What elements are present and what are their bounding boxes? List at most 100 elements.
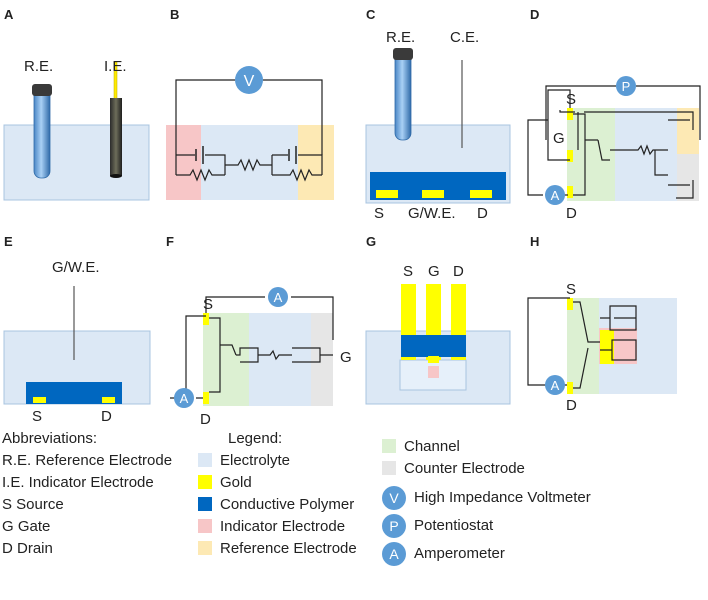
inner-wires [209,317,333,393]
s-label: S [566,91,576,108]
indicator-electrode-swatch [198,519,212,533]
panel-a-letter: A [4,7,14,22]
voltmeter-icon: V [235,66,263,94]
outer-wires [527,297,570,386]
channel-region [567,298,599,394]
reference-region [298,125,334,200]
abbrev-item: I.E. Indicator Electrode [2,474,154,491]
abbreviations-title: Abbreviations: [2,430,98,447]
abbreviations: Abbreviations: R.E. Reference Electrode … [2,428,172,560]
gold-gate [422,190,444,198]
indicator-electrode-icon [110,61,122,178]
s-label: S [374,205,384,222]
abbrev-item: S Source [2,496,64,513]
panel-f-letter: F [166,234,174,249]
reference-electrode-icon [32,84,52,179]
legend-item: Channel [382,436,591,458]
gwe-label: G/W.E. [408,205,456,222]
gold-drain [567,382,573,394]
gold-drain [567,186,573,198]
svg-text:A: A [551,378,560,393]
panel-d: D P A S G D [527,7,701,222]
legend-item: Counter Electrode [382,458,591,480]
panel-g-letter: G [366,234,376,249]
panel-b-letter: B [170,7,179,22]
gold-gate-tip [428,356,439,363]
amperometer-icon: A [545,375,565,395]
panel-c: C R.E. C.E. S G/W.E. D [365,7,511,222]
gold-source [567,108,573,120]
counter-region [311,313,333,406]
g-label: G [428,263,440,280]
potentiostat-icon: P [382,514,406,538]
gold-swatch [198,475,212,489]
electrolyte-region [615,108,677,201]
svg-text:P: P [622,79,631,94]
channel-region [567,108,615,201]
inner-wires [573,113,690,196]
gold-source [33,397,46,403]
voltmeter-wire [175,79,323,155]
electrolyte-swatch [198,453,212,467]
d-label: D [101,408,112,425]
gold-gate [600,330,614,364]
voltmeter-icon: V [382,486,406,510]
conductive-polymer [401,335,466,357]
ce-label: C.E. [450,29,479,46]
svg-text:A: A [180,391,189,406]
svg-text:A: A [274,290,283,305]
abbrev-item: R.E. Reference Electrode [2,452,173,469]
amperometer-icon: A [174,388,194,408]
channel-region [203,313,249,406]
amperometer-icon: A [382,542,406,566]
panel-g: G S G D [365,234,511,405]
inner-wires [573,301,637,389]
re-label: R.E. [24,58,53,75]
reference-electrode-icon [393,48,413,141]
d-label: D [200,411,211,428]
panel-b: B V [166,7,334,200]
svg-text:V: V [244,73,255,90]
counter-electrode-swatch [382,461,396,475]
s-label: S [566,281,576,298]
reference-region [677,108,699,154]
gold-drain [102,397,115,403]
potentiostat-icon: P [616,76,636,96]
legend-item: Gold [198,472,357,494]
legend-item: Indicator Electrode [198,516,357,538]
legend-title: Legend: [228,430,283,447]
counter-region [677,154,699,201]
s-label: S [203,296,213,313]
key-section: Abbreviations: R.E. Reference Electrode … [0,428,708,600]
gold-drain [203,392,209,404]
legend: Legend: Electrolyte Gold Conductive Poly… [198,428,357,560]
conductive-polymer-swatch [198,497,212,511]
panel-e-letter: E [4,234,13,249]
panel-h: H A S D [527,234,677,414]
amperometer-icon: A [545,185,565,205]
d-label: D [566,397,577,414]
panel-e: E G/W.E. S D [3,234,151,425]
svg-text:A: A [551,188,560,203]
s-label: S [403,263,413,280]
channel-swatch [382,439,396,453]
re-label: R.E. [386,29,415,46]
diagram-panels: A R.E. I.E. B V [3,7,701,428]
abbrev-item: G Gate [2,518,51,535]
potentiostat-loop [545,85,701,140]
panel-h-letter: H [530,234,539,249]
well [399,359,467,391]
gold-drain [470,190,492,198]
gwe-label: G/W.E. [52,259,100,276]
panel-a: A R.E. I.E. [3,7,150,201]
abbrev-item: D Drain [2,540,53,557]
gold-source [567,298,573,310]
reference-electrode-swatch [198,541,212,555]
potentiostat-wires [559,110,694,199]
indicator-region [166,125,201,200]
equivalent-circuit [175,146,323,182]
panel-d-letter: D [530,7,539,22]
